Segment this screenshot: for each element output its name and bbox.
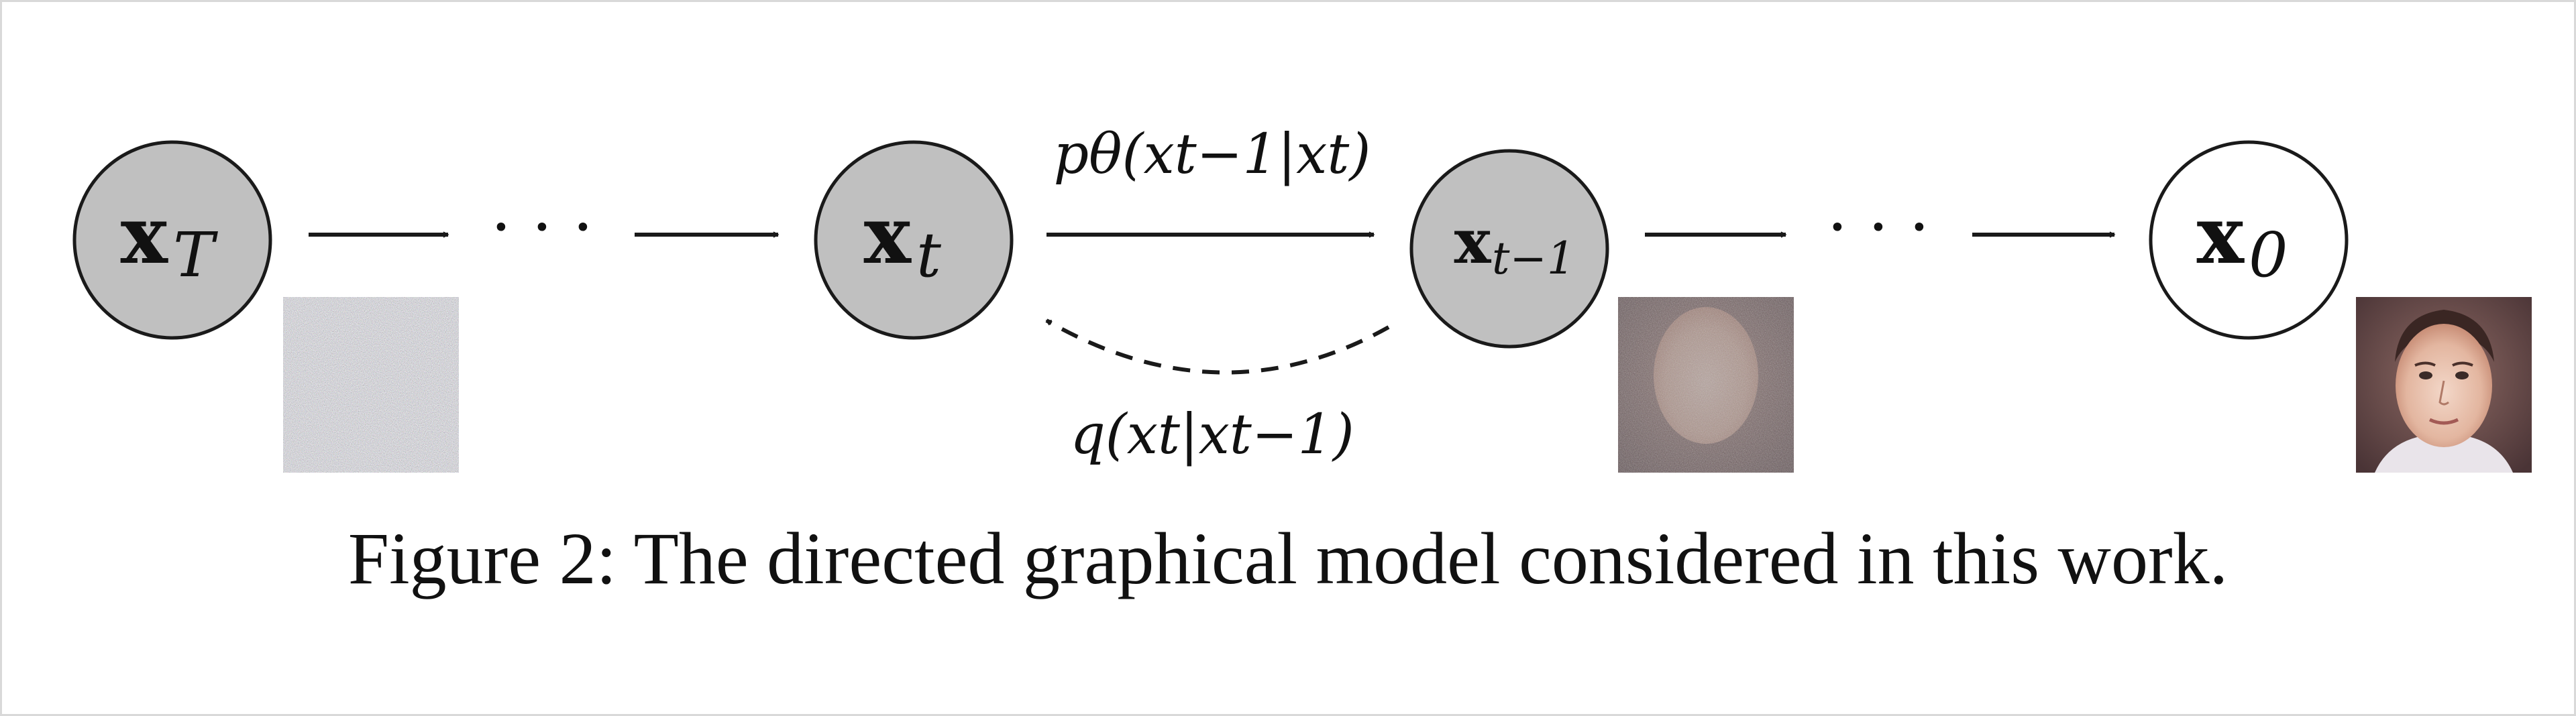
edge-xt-minus-1-to-xt (1045, 318, 1390, 375)
node-x-t: x t (814, 140, 1014, 340)
node-x-T-sub: T (173, 219, 218, 291)
node-x-0-sub: 0 (2249, 219, 2288, 291)
node-x-T: x T (72, 140, 272, 340)
node-x-0-circle (2149, 140, 2349, 340)
node-x-t-minus-1-circle (1409, 149, 1609, 349)
node-x-0-main: x (2197, 188, 2245, 282)
node-x-t-main: x (864, 188, 912, 282)
node-x-0: x 0 (2149, 140, 2349, 340)
reverse-process-label: pθ(xt−1|xt) (1054, 123, 1371, 186)
node-x-t-sub: t (916, 219, 942, 291)
node-x-T-main: x (121, 188, 169, 282)
node-x-t-minus-1-sub: t−1 (1492, 233, 1575, 284)
noise-image (283, 297, 459, 473)
noisy-face-image (1618, 297, 1794, 473)
ellipsis-right: · · · (1827, 190, 1930, 265)
node-x-t-circle (814, 140, 1014, 340)
node-x-t-minus-1: x t−1 (1409, 149, 1609, 349)
face-image (2356, 297, 2532, 473)
forward-process-label: q(xt|xt−1) (1070, 403, 1354, 467)
node-x-t-minus-1-main: x (1454, 205, 1492, 278)
ellipsis-left: · · · (491, 190, 594, 265)
figure-caption: Figure 2: The directed graphical model c… (347, 518, 2229, 599)
node-x-T-circle (72, 140, 272, 340)
